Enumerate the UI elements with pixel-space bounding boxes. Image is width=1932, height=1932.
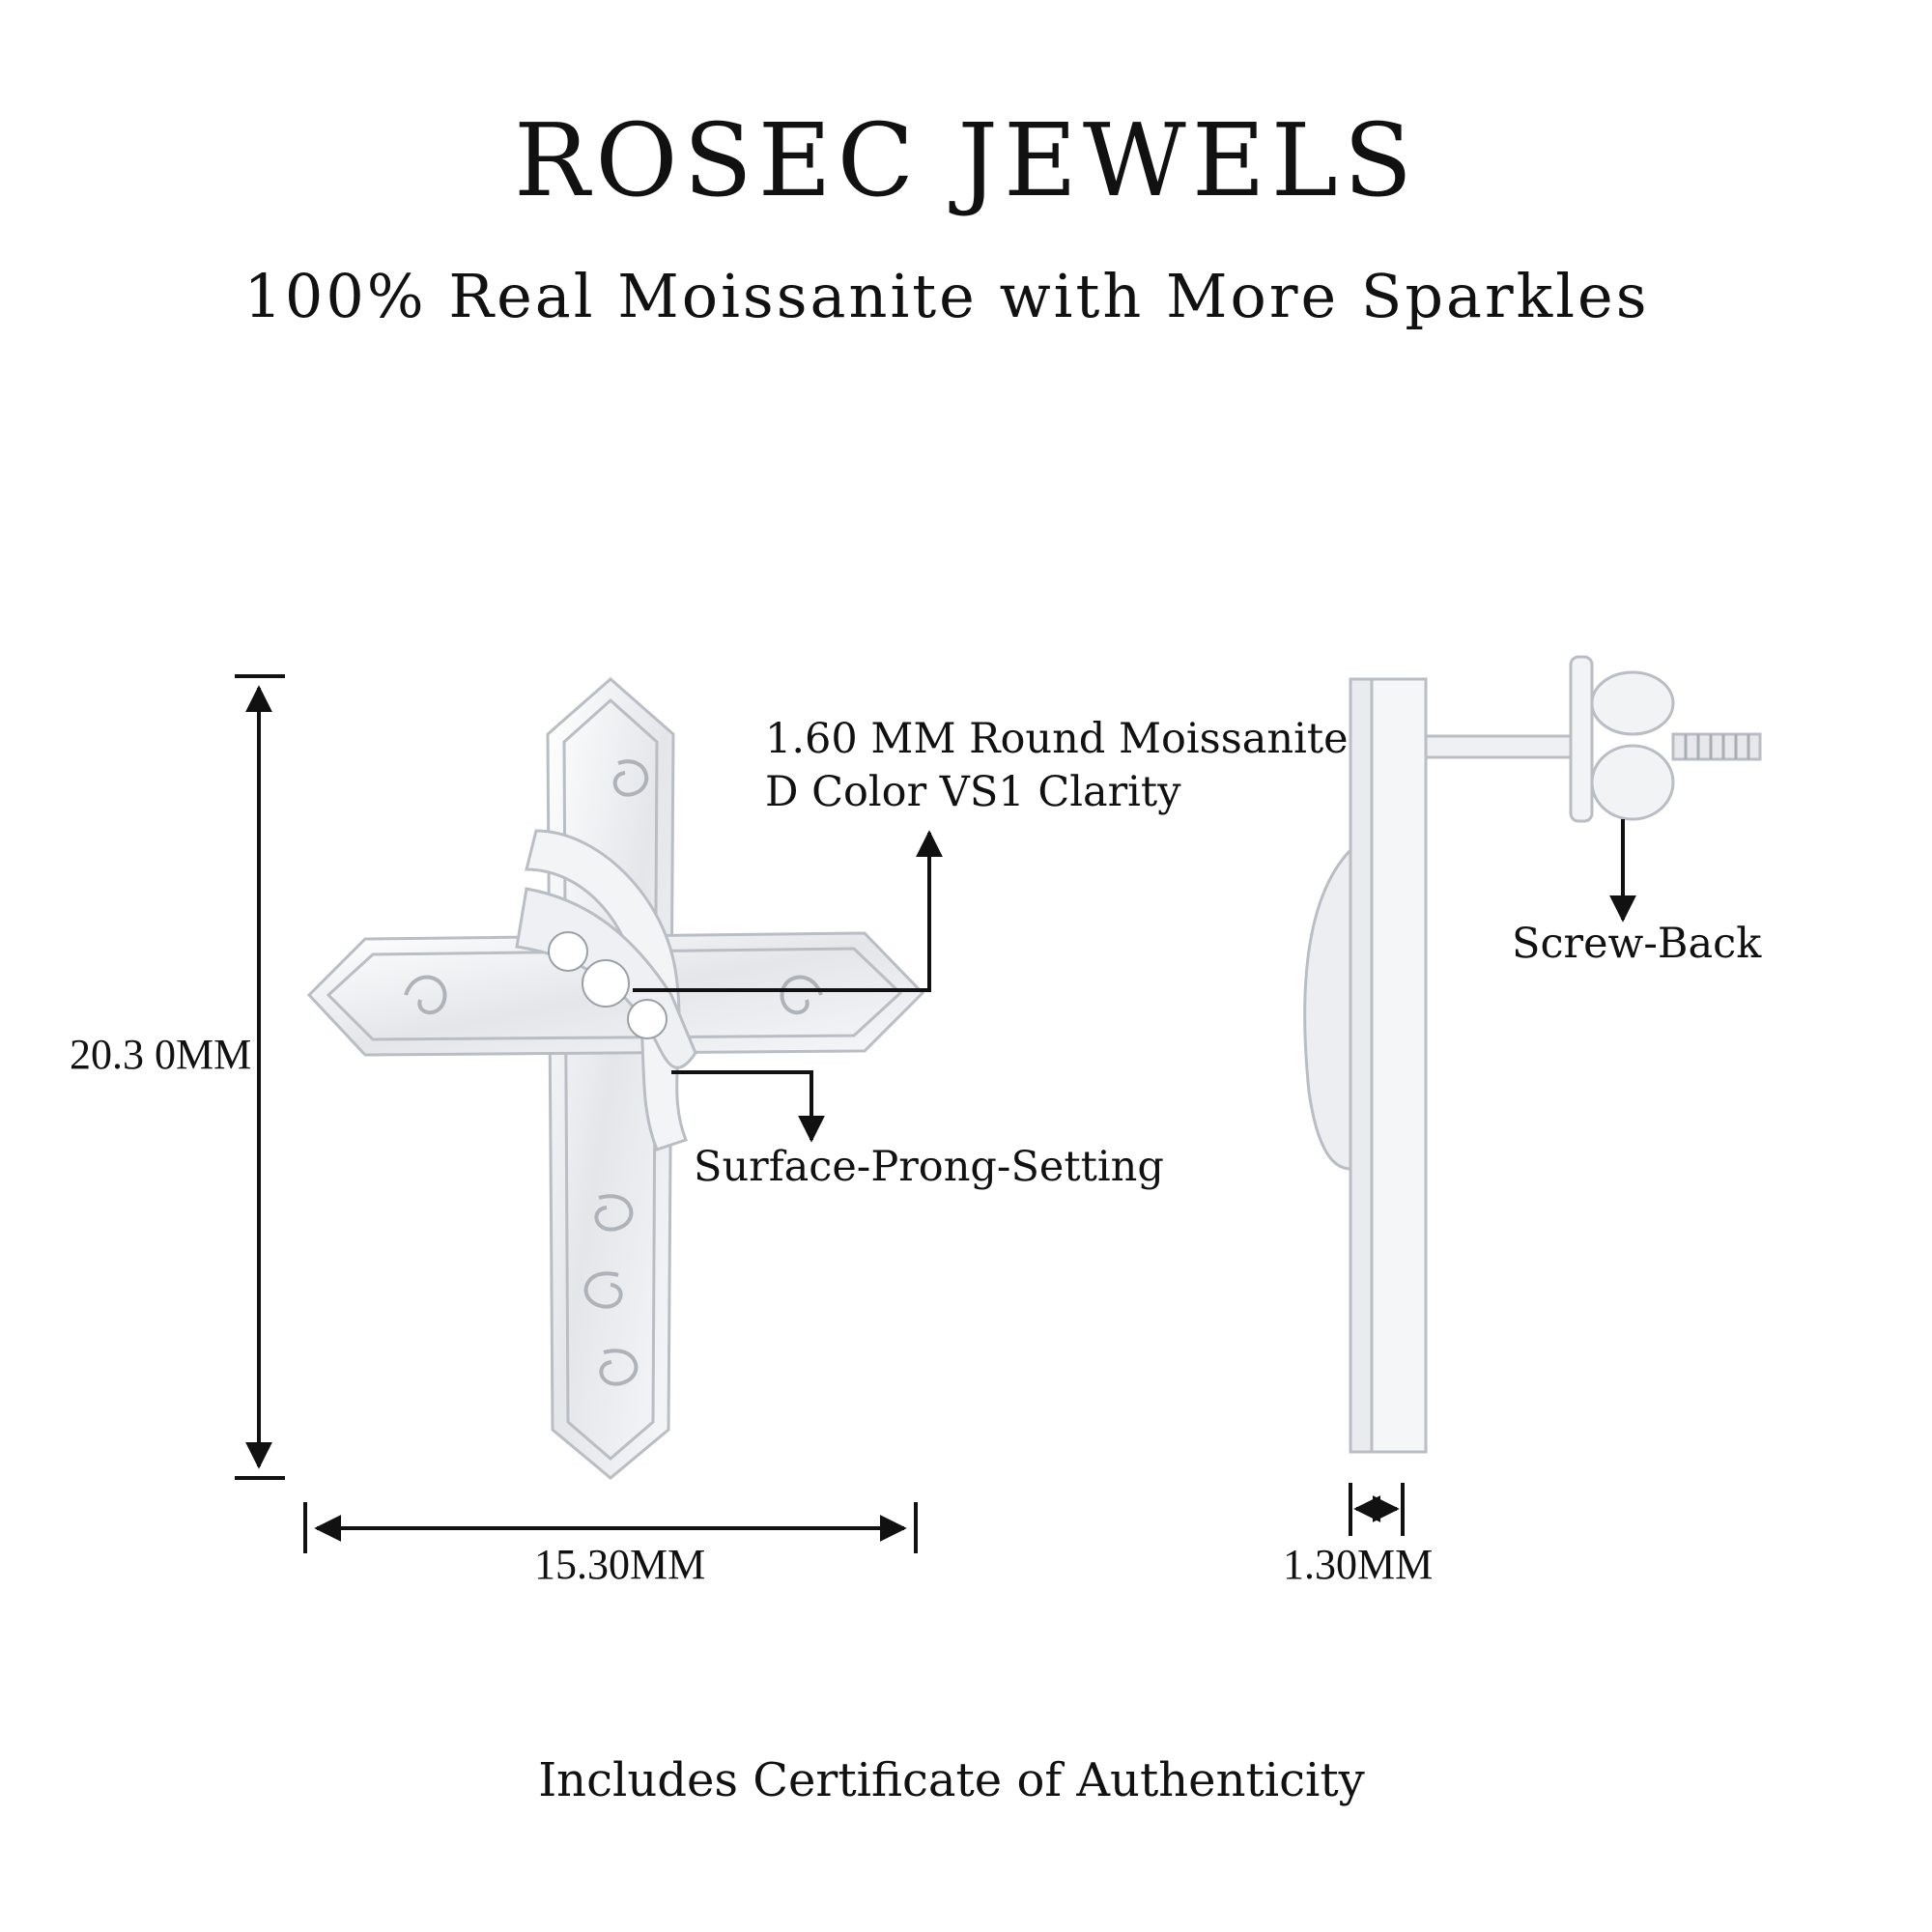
width-label: 15.30MM — [534, 1541, 706, 1588]
setting-label: Surface-Prong-Setting — [694, 1143, 1164, 1191]
cross-earring-front-view — [306, 677, 925, 1480]
thickness-label: 1.30MM — [1283, 1541, 1434, 1588]
setting-callout-leader — [671, 1070, 825, 1143]
certificate-note: Includes Certificate of Authenticity — [538, 1753, 1365, 1807]
stone-label-line1: 1.60 MM Round Moissanite — [765, 715, 1349, 763]
moissanite-stones — [548, 931, 668, 1039]
tagline: 100% Real Moissanite with More Sparkles — [243, 261, 1650, 331]
earring-side-view — [1303, 655, 1762, 1454]
stone-label-line2: D Color VS1 Clarity — [765, 768, 1181, 816]
height-label: 20.3 0MM — [70, 1031, 252, 1078]
stone-callout-leader — [633, 830, 943, 992]
brand-title: ROSEC JEWELS — [513, 101, 1419, 219]
thickness-dimension — [1349, 1483, 1405, 1536]
height-dimension — [235, 674, 285, 1480]
width-dimension — [303, 1502, 918, 1553]
screw-back-label: Screw-Back — [1512, 920, 1762, 968]
